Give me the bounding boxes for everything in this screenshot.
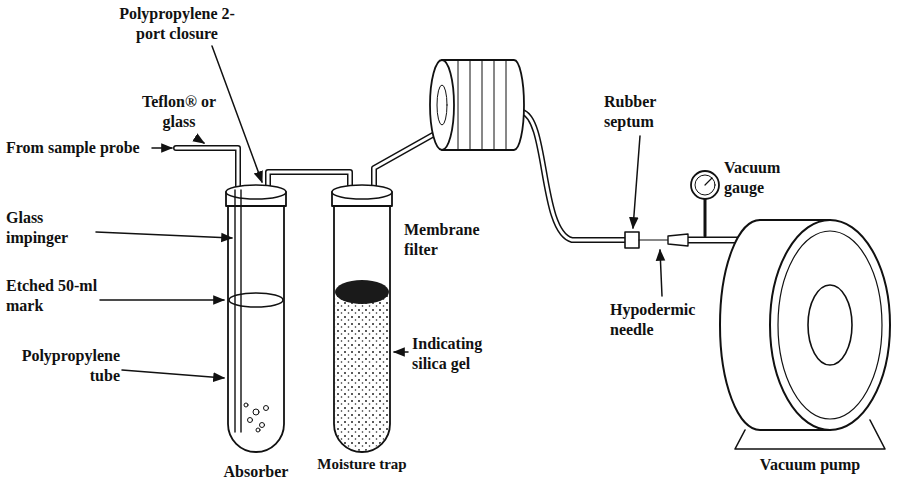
moisture-trap [332, 185, 392, 452]
membrane-filter [430, 60, 524, 150]
component-name: Vacuum gauge [724, 158, 808, 197]
part-label: Indicating silica gel [412, 334, 516, 373]
vacuum-pump [720, 220, 890, 449]
component-name: Absorber [206, 462, 306, 482]
component-name: Vacuum pump [730, 455, 890, 475]
inlet-label: From sample probe [6, 138, 156, 158]
part-label: Teflon® or glass [140, 92, 218, 131]
component-name: Membrane filter [404, 220, 504, 259]
part-label: Etched 50-ml mark [6, 276, 98, 315]
part-label: Rubber septum [604, 92, 684, 131]
absorber-tube [226, 185, 286, 452]
component-name: Moisture trap [317, 457, 407, 473]
part-label: Glass impinger [6, 208, 94, 247]
part-label: Polypropylene 2-port closure [112, 4, 242, 43]
part-label: Hypodermic needle [610, 300, 714, 339]
leader-lines [96, 46, 662, 378]
septum-needle-gauge [625, 171, 719, 248]
part-label: Polypropylene tube [6, 346, 120, 385]
